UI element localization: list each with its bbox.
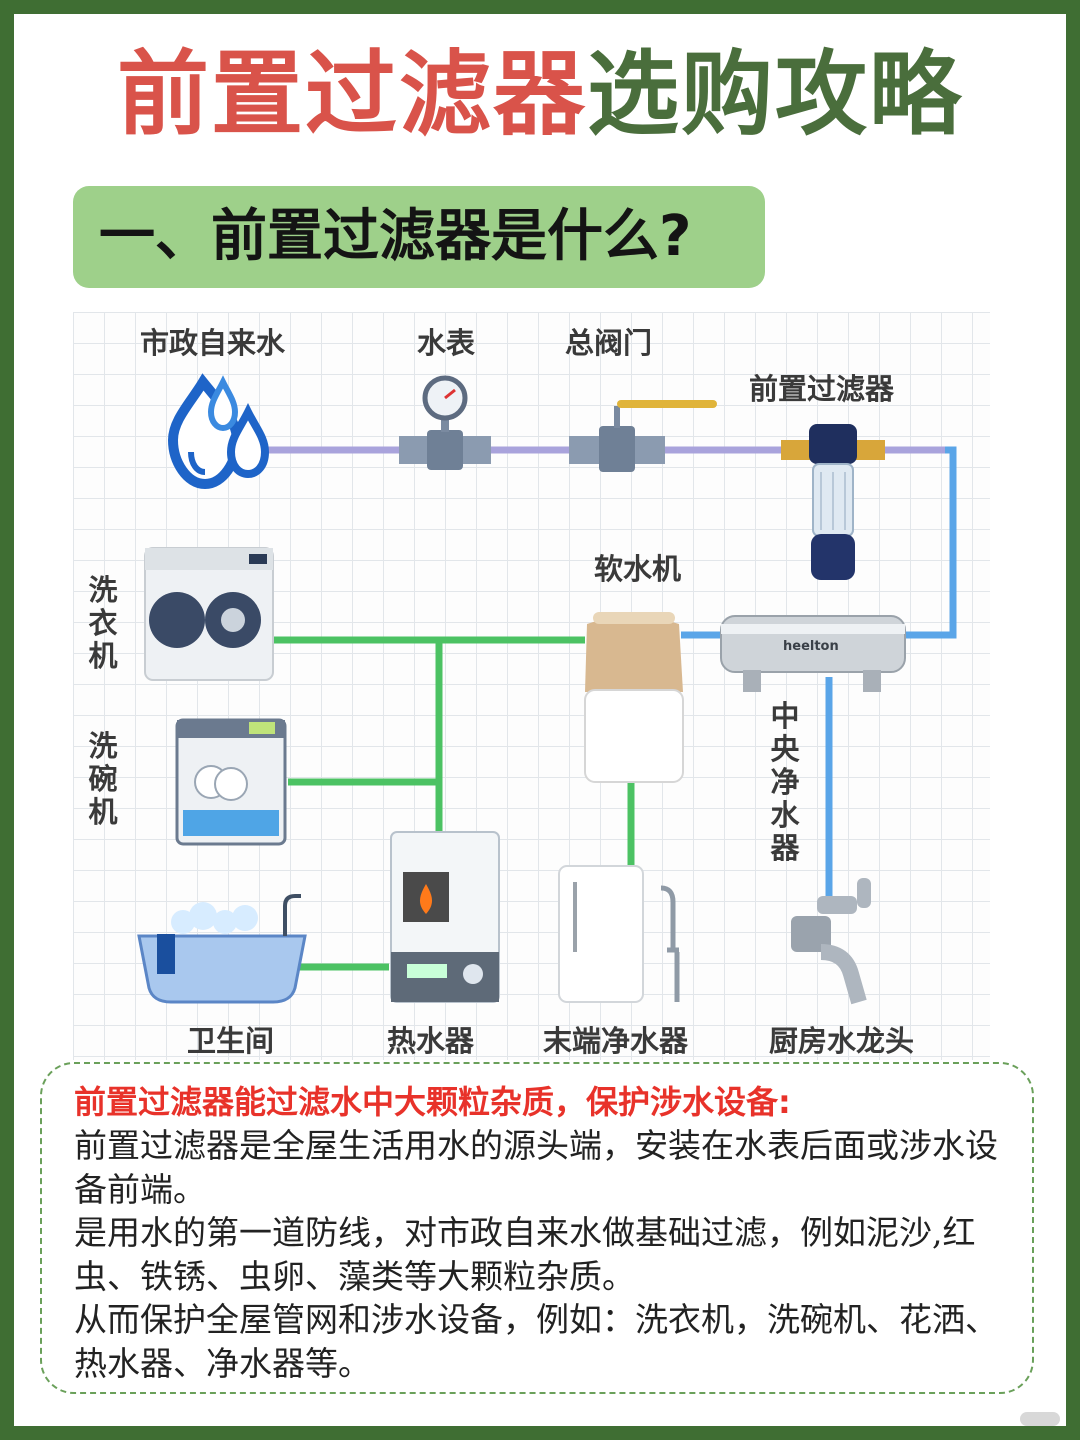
title-green: 选购攻略 [587,41,964,148]
valve-icon [569,400,717,472]
watermark-badge [1020,1412,1060,1426]
page-title: 前置过滤器选购攻略 [0,40,1080,150]
label-washing-machine: 洗衣机 [88,573,118,673]
description-body: 前置过滤器是全屋生活用水的源头端，安装在水表后面或涉水设备前端。 是用水的第一道… [74,1124,1022,1385]
terminal-purifier-icon [558,865,680,1003]
central-purifier-icon: heelton [720,615,906,692]
description-paragraph: 前置过滤器是全屋生活用水的源头端，安装在水表后面或涉水设备前端。 [74,1126,998,1209]
pre-filter-icon [781,424,885,580]
label-central-purifier: 中央净水器 [770,699,800,865]
description-paragraph: 是用水的第一道防线，对市政自来水做基础过滤，例如泥沙,红虫、铁锈、虫卵、藻类等大… [74,1213,976,1296]
description-paragraph: 从而保护全屋管网和涉水设备，例如：洗衣机，洗碗机、花洒、热水器、净水器等。 [74,1300,998,1383]
faucet-icon [791,878,871,1005]
label-dishwasher: 洗碗机 [88,729,118,829]
label-terminal-purifier: 末端净水器 [543,1024,689,1058]
section-heading: 一、前置过滤器是什么? [99,204,692,269]
label-municipal-water: 市政自来水 [140,326,286,360]
water-heater-icon [390,831,500,1003]
dishwasher-icon [175,718,287,846]
water-softener-icon [584,612,684,783]
label-water-softener: 软水机 [594,552,682,586]
plumbing-diagram: heelton [73,312,990,1060]
label-pre-filter: 前置过滤器 [749,372,895,406]
washing-machine-icon [144,547,274,681]
water-meter-icon [399,375,491,470]
label-water-heater: 热水器 [387,1024,475,1058]
label-kitchen-faucet: 厨房水龙头 [769,1024,915,1058]
label-water-meter: 水表 [417,326,476,360]
description-highlight: 前置过滤器能过滤水中大颗粒杂质，保护涉水设备: [74,1083,791,1121]
label-bathroom: 卫生间 [187,1024,275,1058]
title-red: 前置过滤器 [116,41,587,148]
label-main-valve: 总阀门 [565,326,653,360]
bathtub-icon [137,894,307,1004]
section-heading-box: 一、前置过滤器是什么? [73,186,765,288]
purifier-brand: heelton [783,639,839,654]
drop-icon [167,373,270,490]
description-box: 前置过滤器能过滤水中大颗粒杂质，保护涉水设备: 前置过滤器是全屋生活用水的源头端… [40,1062,1034,1394]
filter-to-purifier-pipe [901,446,957,639]
diagram-canvas: heelton [137,373,957,1005]
